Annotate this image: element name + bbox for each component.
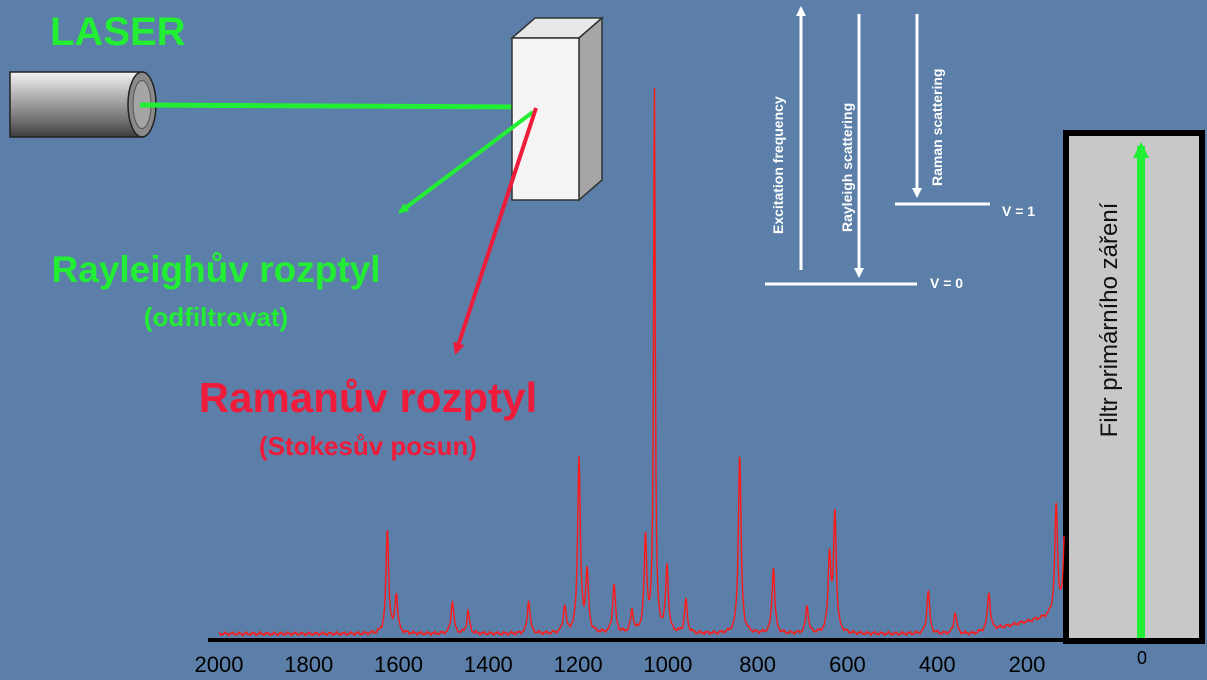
excitation-frequency-label: Excitation frequency: [770, 96, 786, 234]
sample-cube: [509, 16, 605, 202]
laser-label: LASER: [50, 10, 186, 54]
primary-radiation-filter: Filtr primárního záření: [1063, 130, 1205, 644]
raman-note: (Stokesův posun): [259, 431, 477, 461]
x-tick-label: 1800: [284, 652, 333, 677]
x-tick-label: 1200: [554, 652, 603, 677]
raman-scattering-label: Raman scattering: [929, 69, 945, 186]
x-tick-label: 1400: [464, 652, 513, 677]
raman-arrow: [453, 107, 538, 355]
rayleigh-scattering-label: Rayleigh scattering: [839, 103, 855, 232]
x-tick-label: 1600: [374, 652, 423, 677]
level-v1-label: V = 1: [1002, 203, 1035, 219]
level-v0-label: V = 0: [930, 275, 963, 291]
x-tick-label: 400: [919, 652, 956, 677]
filter-label: Filtr primárního záření: [1096, 202, 1123, 437]
energy-level-diagram: V = 0 V = 1 Excitation frequency Rayleig…: [765, 6, 1035, 291]
x-tick-label: 800: [739, 652, 776, 677]
x-tick-labels: 2000 1800 1600 1400 1200 1000 800 600 400 200: [195, 652, 1046, 677]
x-tick-label: 1000: [643, 652, 692, 677]
rayleigh-arrow: [398, 110, 535, 214]
x-tick-label: 600: [829, 652, 866, 677]
x-tick-label: 2000: [195, 652, 244, 677]
rayleigh-note: (odfiltrovat): [144, 302, 288, 332]
raman-spectrum-chart: 2000 1800 1600 1400 1200 1000 800 600 400 200 0: [195, 87, 1205, 677]
spectrum-series: [218, 87, 1065, 637]
raman-title: Ramanův rozptyl: [199, 374, 537, 421]
x-tick-label-zero: 0: [1137, 648, 1147, 668]
laser-beam: [139, 102, 536, 110]
x-tick-label: 200: [1009, 652, 1046, 677]
laser-device: [9, 71, 157, 138]
rayleigh-title: Rayleighův rozptyl: [52, 249, 381, 290]
